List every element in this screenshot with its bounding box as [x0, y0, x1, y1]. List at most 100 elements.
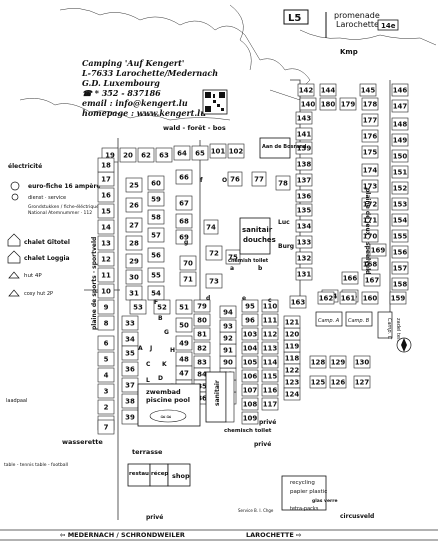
- pitch-93[interactable]: [219, 319, 237, 333]
- pitch-144[interactable]: [319, 83, 337, 97]
- pitch-124[interactable]: [283, 387, 301, 401]
- pitch-172[interactable]: [361, 197, 379, 211]
- pitch-64[interactable]: [173, 145, 191, 161]
- pitch-76[interactable]: [227, 171, 243, 187]
- pitch-68[interactable]: [175, 213, 193, 229]
- pitch-12[interactable]: [97, 251, 115, 267]
- pitch-30[interactable]: [125, 269, 143, 285]
- pitch-77[interactable]: [251, 171, 267, 187]
- pitch-170[interactable]: [361, 229, 379, 243]
- pitch-126[interactable]: [329, 375, 347, 389]
- chalet-luc[interactable]: Luc: [278, 219, 290, 226]
- pitch-171[interactable]: [361, 213, 379, 227]
- pitch-114[interactable]: [261, 355, 279, 369]
- pitch-65[interactable]: [191, 145, 209, 161]
- pitch-9[interactable]: [97, 299, 115, 315]
- pitch-25[interactable]: [125, 177, 143, 193]
- pitch-113[interactable]: [261, 341, 279, 355]
- larochette-bottom-label[interactable]: LAROCHETTE ⇨: [246, 531, 302, 539]
- chalet-D[interactable]: D: [158, 375, 163, 382]
- pitch-50[interactable]: [175, 317, 193, 333]
- pitch-177[interactable]: [361, 113, 379, 127]
- chalet-burg[interactable]: Burg: [278, 243, 294, 250]
- pitch-168[interactable]: [361, 257, 379, 271]
- pitch-159[interactable]: [389, 291, 407, 305]
- pitch-129[interactable]: [329, 355, 347, 369]
- chalet-d[interactable]: d: [206, 295, 210, 302]
- pitch-102[interactable]: [227, 143, 245, 159]
- chalet-c[interactable]: c: [268, 297, 272, 304]
- pitch-156[interactable]: [391, 245, 409, 259]
- chalet-F[interactable]: F: [154, 299, 158, 306]
- pitch-112[interactable]: [261, 327, 279, 341]
- pitch-36[interactable]: [121, 361, 139, 377]
- pitch-150[interactable]: [391, 149, 409, 163]
- chalet-e[interactable]: e: [242, 295, 246, 302]
- chalet-g[interactable]: g: [184, 239, 188, 246]
- pitch-180[interactable]: [319, 97, 337, 111]
- pitch-2[interactable]: [97, 399, 115, 415]
- chalet-J[interactable]: J: [149, 345, 152, 352]
- pitch-5[interactable]: [97, 351, 115, 367]
- pitch-13[interactable]: [97, 235, 115, 251]
- pitch-147[interactable]: [391, 99, 409, 113]
- pitch-167[interactable]: [363, 273, 381, 287]
- pitch-128[interactable]: [309, 355, 327, 369]
- pitch-155[interactable]: [391, 229, 409, 243]
- pitch-49[interactable]: [175, 335, 193, 351]
- pitch-115[interactable]: [261, 369, 279, 383]
- pitch-132[interactable]: [295, 251, 313, 265]
- pitch-80[interactable]: [193, 313, 211, 327]
- pitch-66[interactable]: [175, 169, 193, 185]
- pitch-174[interactable]: [361, 163, 379, 177]
- pitch-27[interactable]: [125, 217, 143, 233]
- pitch-153[interactable]: [391, 197, 409, 211]
- pitch-20[interactable]: [119, 147, 137, 163]
- pitch-67[interactable]: [175, 195, 193, 211]
- pitch-127[interactable]: [353, 375, 371, 389]
- pitch-131[interactable]: [295, 267, 313, 281]
- chalet-a[interactable]: a: [230, 265, 234, 272]
- pitch-158[interactable]: [391, 277, 409, 291]
- chalet-b[interactable]: b: [258, 265, 263, 272]
- pitch-73[interactable]: [205, 273, 223, 289]
- pitch-14[interactable]: [97, 219, 115, 235]
- pitch-11[interactable]: [97, 267, 115, 283]
- pitch-116[interactable]: [261, 383, 279, 397]
- pitch-161[interactable]: [339, 291, 357, 305]
- pitch-10[interactable]: [97, 283, 115, 299]
- pitch-105[interactable]: [241, 355, 259, 369]
- pitch-4[interactable]: [97, 367, 115, 383]
- pitch-149[interactable]: [391, 133, 409, 147]
- chalet-f[interactable]: f: [200, 177, 203, 184]
- pitch-175[interactable]: [361, 145, 379, 159]
- pitch-154[interactable]: [391, 213, 409, 227]
- pitch-74[interactable]: [203, 219, 219, 235]
- pitch-58[interactable]: [147, 209, 165, 225]
- pitch-16[interactable]: [97, 187, 115, 203]
- pitch-146[interactable]: [391, 83, 409, 97]
- camping-homepage[interactable]: homepage : www.kengert.lu: [82, 108, 206, 118]
- medernach-label[interactable]: ⇦ MEDERNACH / SCHRONDWEILER: [60, 531, 185, 539]
- pitch-103[interactable]: [241, 327, 259, 341]
- pitch-107[interactable]: [241, 383, 259, 397]
- pitch-176[interactable]: [361, 129, 379, 143]
- pitch-125[interactable]: [309, 375, 327, 389]
- pitch-56[interactable]: [147, 247, 165, 263]
- pitch-169[interactable]: [369, 243, 387, 257]
- pitch-69[interactable]: [175, 229, 193, 245]
- pitch-157[interactable]: [391, 261, 409, 275]
- pitch-78[interactable]: [275, 175, 291, 191]
- pitch-6[interactable]: [97, 335, 115, 351]
- pitch-130[interactable]: [353, 355, 371, 369]
- pitch-152[interactable]: [391, 181, 409, 195]
- pitch-110[interactable]: [261, 299, 279, 313]
- pitch-59[interactable]: [147, 191, 165, 207]
- pitch-178[interactable]: [361, 97, 379, 111]
- pitch-145[interactable]: [359, 83, 377, 97]
- pitch-148[interactable]: [391, 117, 409, 131]
- pitch-95[interactable]: [241, 299, 259, 313]
- chalet-B[interactable]: B: [158, 315, 163, 322]
- pitch-72[interactable]: [205, 245, 223, 261]
- pitch-63[interactable]: [155, 147, 173, 163]
